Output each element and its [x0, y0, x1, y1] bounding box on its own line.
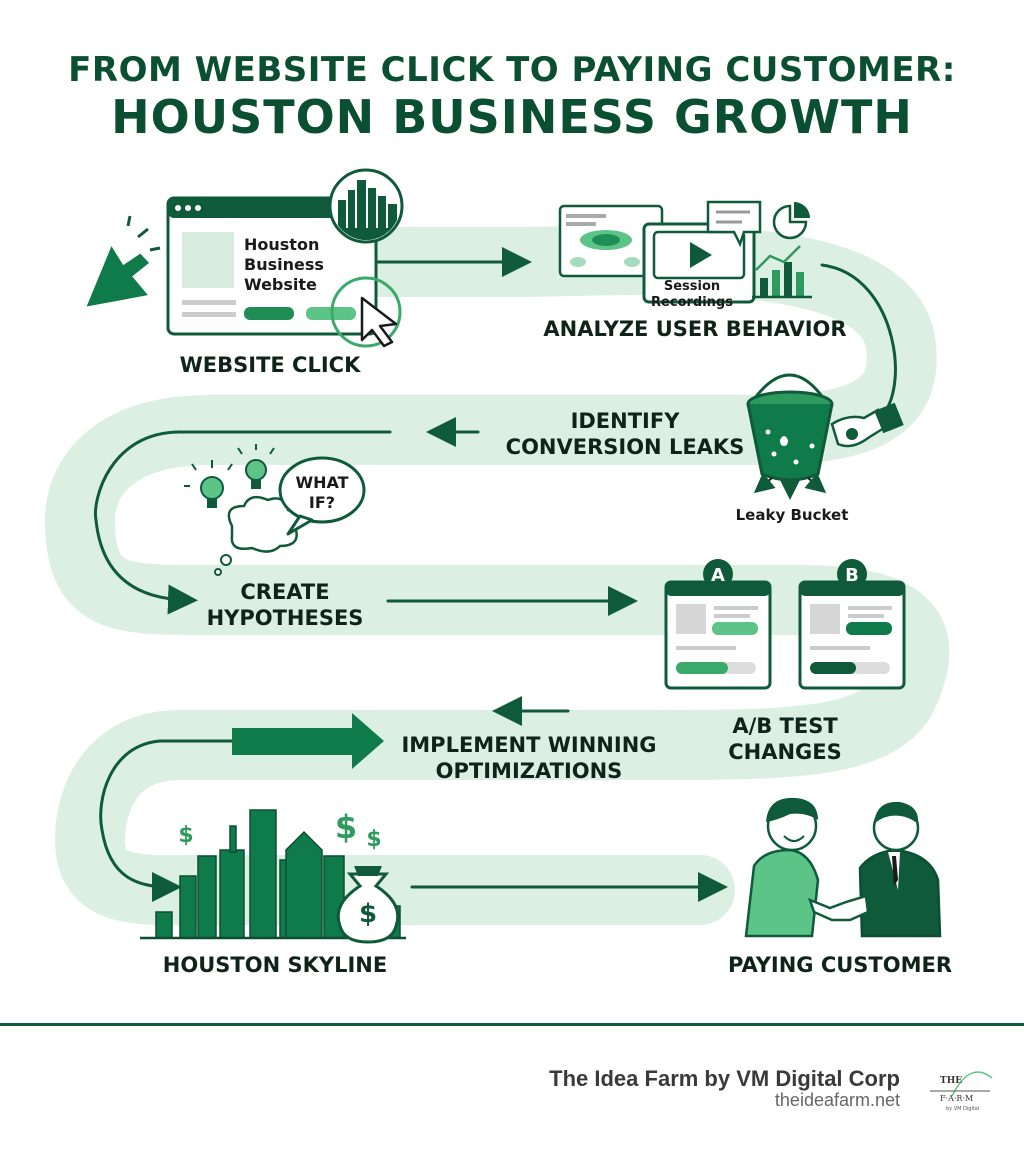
step-hypotheses-line-1: CREATE: [240, 580, 330, 604]
chat-bubble-icon: [706, 200, 762, 248]
what-if-bubble: [278, 456, 366, 536]
video-recording-icon: [642, 222, 756, 304]
step-implement-line-1: IMPLEMENT WINNING: [401, 733, 657, 757]
idea-farm-logo: [930, 1071, 993, 1097]
flow-connectors: [93, 247, 897, 902]
leaky-bucket-icon: [746, 373, 834, 500]
website-line-3: Website: [244, 275, 317, 294]
cursor-icon: [86, 215, 161, 307]
step-website-click: WEBSITE CLICK: [179, 353, 361, 377]
click-pointer-icon: [330, 276, 402, 348]
customer-person-icon: [744, 797, 820, 938]
money-bag-icon: [336, 866, 400, 944]
dollar-sign-icon: $: [178, 823, 193, 848]
step-hypotheses-line-2: HYPOTHESES: [206, 606, 364, 630]
step-abtest-line-2: CHANGES: [728, 740, 842, 764]
logo-line-3: by VM Digital: [946, 1106, 979, 1112]
dollar-sign-icon: $: [366, 827, 381, 852]
step-analyze-user-behavior: ANALYZE USER BEHAVIOR: [543, 317, 847, 341]
bar-chart-icon: [752, 245, 812, 299]
footer-divider: [0, 1023, 1024, 1026]
step-identify-line-2: CONVERSION LEAKS: [505, 435, 745, 459]
implement-arrow: [232, 713, 384, 769]
variant-a-label: A: [711, 565, 725, 586]
step-identify-line-1: IDENTIFY: [570, 409, 680, 433]
website-browser: [166, 196, 378, 336]
title-line-2: HOUSTON BUSINESS GROWTH: [111, 90, 913, 144]
logo-line-2: F·A·R·M: [940, 1094, 973, 1103]
what-if-line-2: IF?: [309, 493, 335, 512]
logo-line-1: THE: [940, 1076, 962, 1086]
session-line-2: Recordings: [651, 295, 733, 310]
step-houston-skyline: HOUSTON SKYLINE: [162, 953, 388, 977]
title-line-1: FROM WEBSITE CLICK TO PAYING CUSTOMER:: [68, 50, 956, 90]
website-line-2: Business: [244, 255, 324, 274]
variant-b-card: [798, 559, 906, 690]
lightbulb-icon: [184, 460, 233, 508]
website-line-1: Houston: [244, 235, 319, 254]
money-bag-dollar: $: [359, 899, 377, 929]
footer-url[interactable]: theideafarm.net: [774, 1090, 900, 1110]
session-line-1: Session: [664, 279, 720, 294]
variant-b-label: B: [845, 565, 859, 586]
step-implement-line-2: OPTIMIZATIONS: [435, 759, 623, 783]
footer-company: The Idea Farm by VM Digital Corp: [549, 1066, 900, 1091]
business-person-icon: [858, 801, 942, 938]
hand-icon: [830, 402, 904, 448]
dollar-sign-icon: $: [335, 808, 357, 846]
skyline-badge-icon: [328, 168, 404, 244]
variant-a-card: [664, 559, 772, 690]
lightbulb-icon: [237, 444, 275, 489]
step-paying-customer: PAYING CUSTOMER: [727, 953, 953, 977]
handshake-icon: [807, 894, 870, 922]
pie-chart-icon: [772, 202, 810, 240]
leaky-bucket-label: Leaky Bucket: [736, 506, 849, 524]
step-abtest-line-1: A/B TEST: [732, 714, 838, 738]
what-if-line-1: WHAT: [295, 473, 348, 492]
